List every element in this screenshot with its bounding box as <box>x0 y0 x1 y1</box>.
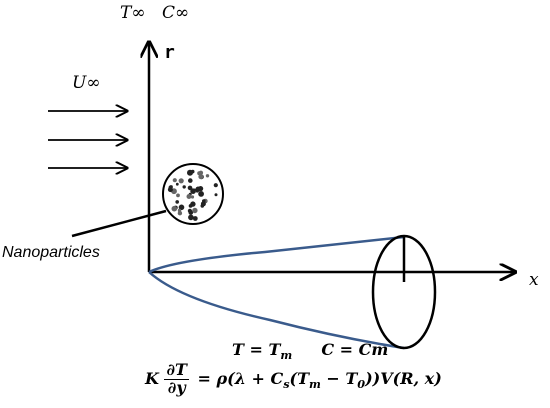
nanoparticle-dot <box>178 204 185 211</box>
nanoparticles-label: Nanoparticles <box>2 244 100 261</box>
cone-lower-surface <box>148 271 405 350</box>
nanoparticle-dot <box>213 183 218 188</box>
c-equals-cm: C = Cm <box>321 340 389 359</box>
k-coefficient: K <box>145 368 159 388</box>
cone-upper-surface <box>148 235 405 274</box>
nanoparticle-dot <box>177 208 182 213</box>
t-equals-tm: T = Tm <box>232 340 293 363</box>
nanoparticle-dot <box>192 207 198 214</box>
nanoparticle-dot <box>186 194 192 199</box>
fraction-denominator: ∂y <box>167 377 186 397</box>
nanoparticle-dot <box>200 201 206 207</box>
nanoparticle-dot <box>187 169 193 176</box>
nanoparticle-dot <box>175 200 179 204</box>
boundary-condition-line-2: K ∂T ∂y = ρ(λ + Cs(Tm − T0))V(R, x) <box>145 360 442 397</box>
nanoparticle-dot <box>177 211 183 216</box>
nanoparticle-dot <box>188 210 194 215</box>
nanoparticle-dot <box>178 178 184 184</box>
nanoparticle-dot <box>198 174 204 180</box>
nanoparticle-dot <box>190 188 196 194</box>
nanoparticle-dot <box>202 199 206 203</box>
u-infinity-label: U∞ <box>72 73 101 93</box>
nanoparticle-dot <box>214 193 218 197</box>
nanoparticle-dot <box>171 205 178 212</box>
r-axis-label: r <box>164 42 175 63</box>
cone-base-ellipse <box>371 234 437 350</box>
nanoparticle-pointer-line <box>71 209 167 238</box>
nanoparticle-dot <box>188 178 193 183</box>
fraction-numerator: ∂T <box>164 360 189 380</box>
nanoparticle-circle <box>162 163 224 225</box>
nanoparticle-dot <box>190 195 195 199</box>
x-axis-label: x <box>529 270 539 290</box>
partial-derivative-fraction: ∂T ∂y <box>164 360 189 397</box>
nanoparticle-dot <box>176 193 180 198</box>
nanoparticle-dot <box>195 189 199 193</box>
nanoparticle-dot <box>187 185 193 191</box>
nanoparticle-dot <box>168 185 173 190</box>
t-infinity-label: T∞ <box>120 3 146 23</box>
nanoparticle-dots <box>167 169 218 221</box>
nanoparticle-dot <box>192 216 198 221</box>
nanoparticle-dot <box>205 174 210 178</box>
boundary-condition-line-1: T = Tm C = Cm <box>232 340 388 362</box>
nanoparticle-dot <box>175 182 179 186</box>
nanoparticle-dot <box>190 201 196 207</box>
nanoparticle-dot <box>182 185 186 189</box>
right-hand-side: = ρ(λ + Cs(Tm − T0))V(R, x) <box>197 368 442 391</box>
c-infinity-label: C∞ <box>162 3 190 23</box>
nanoparticle-dot <box>198 186 204 192</box>
nanoparticle-dot <box>198 191 205 197</box>
nanoparticle-dot <box>188 214 194 221</box>
nanoparticle-dot <box>172 178 177 183</box>
